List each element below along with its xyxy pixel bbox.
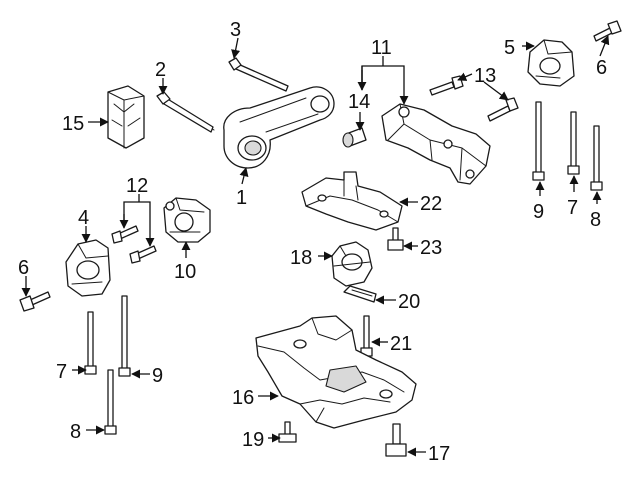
- part-7-bolt-left: [84, 311, 97, 375]
- part-16-subframe: [255, 315, 417, 429]
- part-8-bolt-right: [590, 125, 603, 191]
- part-14-bushing: [342, 127, 367, 148]
- part-4-mount: [65, 239, 111, 297]
- part-7-bolt-right: [567, 111, 580, 175]
- callout-7-left: 7: [56, 361, 67, 383]
- callout-12: 12: [126, 175, 148, 197]
- callout-8-right: 8: [590, 209, 601, 231]
- callout-8-left: 8: [70, 421, 81, 443]
- callout-23: 23: [420, 237, 442, 259]
- callout-6-top: 6: [596, 57, 607, 79]
- callout-9-left: 9: [152, 365, 163, 387]
- callout-18: 18: [290, 247, 312, 269]
- part-2-bolt: [156, 91, 215, 133]
- part-22-bracket: [301, 171, 403, 231]
- part-19-bolt: [278, 421, 297, 443]
- part-15-insulator: [107, 85, 145, 149]
- part-10-mount: [163, 197, 211, 243]
- part-3-bolt: [228, 57, 289, 92]
- part-1-torque-rod: [223, 86, 335, 169]
- callout-13: 13: [474, 65, 496, 87]
- part-6-bolt-left: [19, 291, 51, 312]
- part-20-bracket: [343, 285, 377, 303]
- callout-16: 16: [232, 387, 254, 409]
- callout-6-left: 6: [18, 257, 29, 279]
- part-13-bolts: [429, 75, 519, 122]
- callout-14: 14: [348, 91, 370, 113]
- callout-10: 10: [174, 261, 196, 283]
- callout-11: 11: [371, 37, 392, 59]
- callout-17: 17: [428, 443, 450, 465]
- callout-2: 2: [155, 59, 166, 81]
- part-23-bolt: [387, 227, 404, 251]
- callout-labels: 1 2 3 4 5 6 6 7 7 8 8 9 9 10 11 12 13 14…: [18, 19, 607, 465]
- part-12-bolts: [111, 225, 157, 264]
- leader-lines: [21, 35, 610, 457]
- callout-3: 3: [230, 19, 241, 41]
- part-11-bracket: [381, 103, 491, 185]
- callout-20: 20: [398, 291, 420, 313]
- part-6-bolt-top: [593, 20, 622, 42]
- part-21-bolt: [360, 315, 373, 357]
- part-9-bolt-right: [532, 101, 545, 181]
- part-18-mount: [331, 241, 373, 287]
- callout-5: 5: [504, 37, 515, 59]
- part-8-bolt-left: [104, 369, 117, 435]
- callout-9-right: 9: [533, 201, 544, 223]
- part-5-mount: [527, 39, 575, 87]
- part-9-bolt-left: [118, 295, 131, 377]
- callout-7-right: 7: [567, 197, 578, 219]
- callout-22: 22: [420, 193, 442, 215]
- callout-4: 4: [78, 207, 89, 229]
- callout-15: 15: [62, 113, 84, 135]
- callout-21: 21: [390, 333, 412, 355]
- callout-1: 1: [236, 187, 247, 209]
- callout-19: 19: [242, 429, 264, 451]
- part-17-bolt: [385, 423, 407, 457]
